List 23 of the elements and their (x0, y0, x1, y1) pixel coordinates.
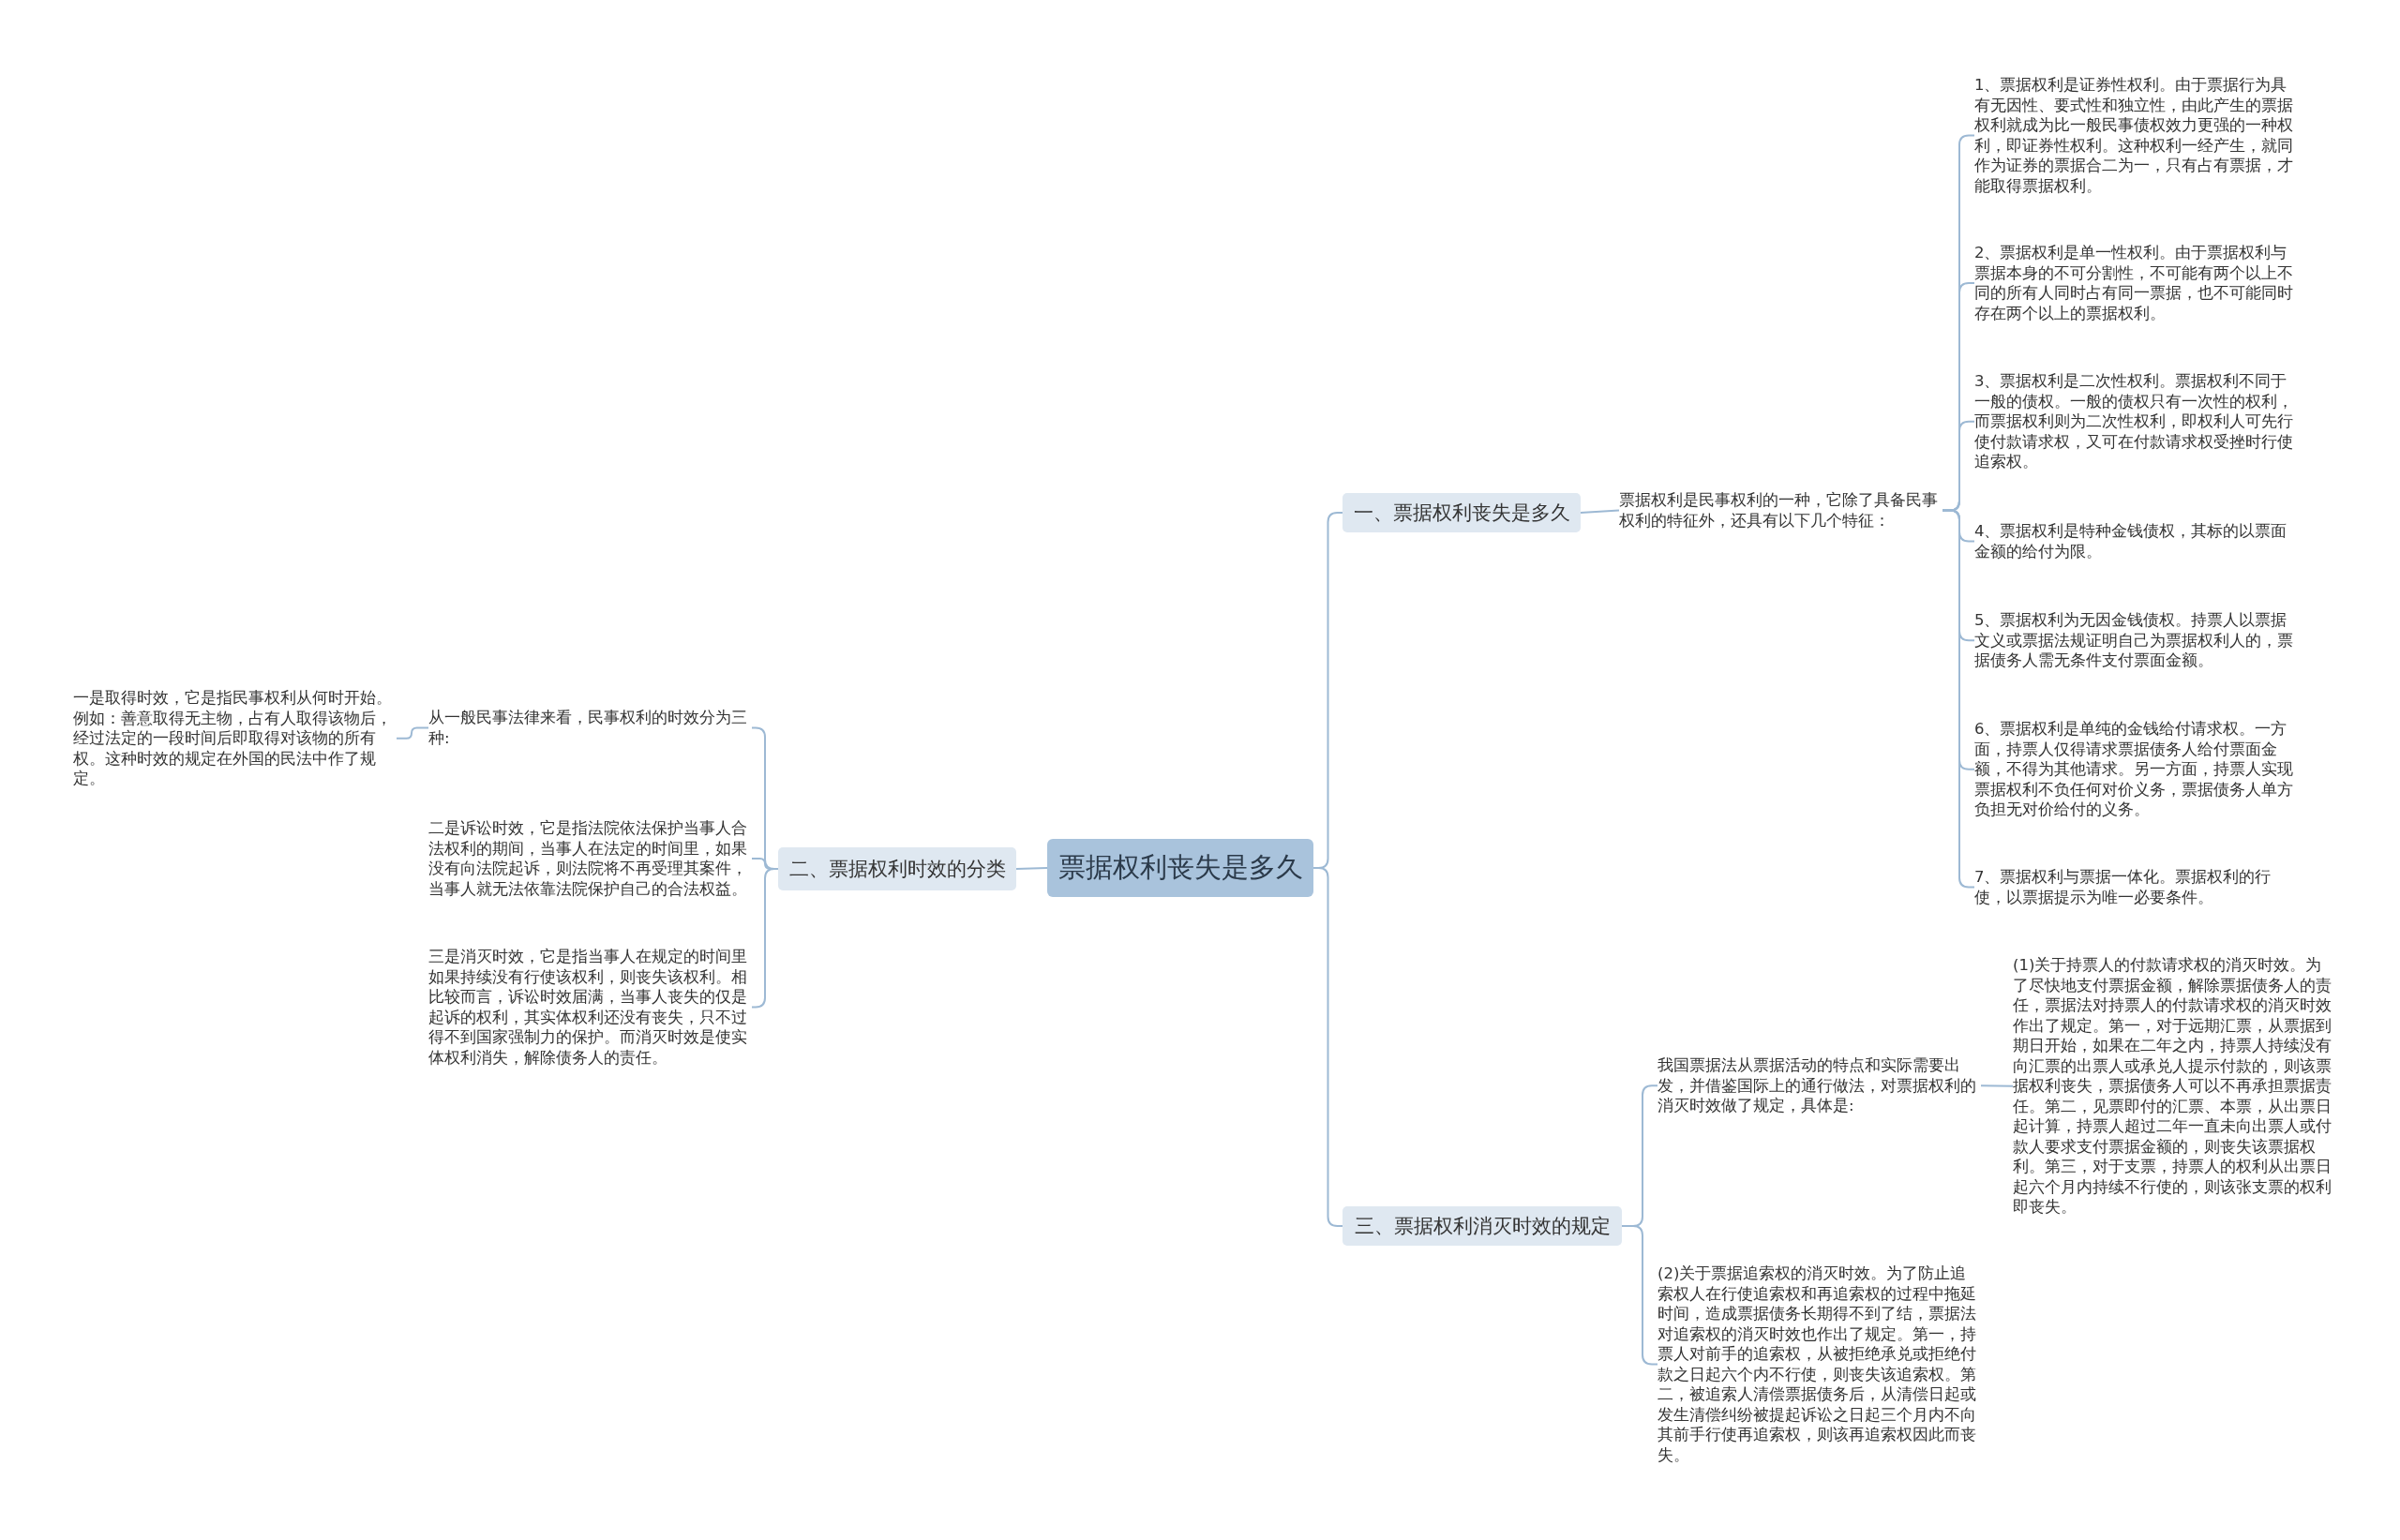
note-text: (2)关于票据追索权的消灭时效。为了防止追索权人在行使追索权和再追索权的过程中拖延时间，造成票据债务长期得不到了结，票据法对追索权的消灭时效也作出了规定。第一，持票人对前手的追索权，从被拒绝承兑或拒绝付款之日起六个内不行使，则丧失该追索权。第二，被追索人清偿票据债务后，从清偿日起或发生清偿纠纷被提起诉讼之日起三个月内不向其前手行使再追索权，则该再追索权因此而丧失。 (1658, 1263, 1981, 1465)
note-text: 7、票据权利与票据一体化。票据权利的行使，以票据提示为唯一必要条件。 (1974, 867, 2298, 907)
note-text: 1、票据权利是证券性权利。由于票据行为具有无因性、要式性和独立性，由此产生的票据权利就成为比一般民事债权效力更强的一种权利，即证券性权利。这种权利一经产生，就同作为证券的票据合二为一，只有占有票据，才能取得票据权利。 (1974, 75, 2298, 196)
note-text: 二是诉讼时效，它是指法院依法保护当事人合法权利的期间，当事人在法定的时间里，如果没有向法院起诉，则法院将不再受理其案件，当事人就无法依靠法院保护自己的合法权益。 (428, 818, 752, 899)
note-text: 5、票据权利为无因金钱债权。持票人以票据文义或票据法规证明自己为票据权利人的，票据债务人需无条件支付票面金额。 (1974, 610, 2298, 671)
note-text: 3、票据权利是二次性权利。票据权利不同于一般的债权。一般的债权只有一次性的权利，而票据权利则为二次性权利，即权利人可先行使付款请求权，又可在付款请求权受挫时行使追索权。 (1974, 371, 2298, 472)
topic-box: 一、票据权利丧失是多久 (1342, 493, 1581, 532)
note-text: 票据权利是民事权利的一种，它除了具备民事权利的特征外，还具有以下几个特征： (1619, 490, 1942, 531)
note-text: 一是取得时效，它是指民事权利从何时开始。例如：善意取得无主物，占有人取得该物后，经过法定的一段时间后即取得对该物的所有权。这种时效的规定在外国的民法中作了规定。 (73, 688, 397, 789)
note-text: 我国票据法从票据活动的特点和实际需要出发，并借鉴国际上的通行做法，对票据权利的消灭时效做了规定，具体是: (1658, 1055, 1981, 1116)
topic-box: 二、票据权利时效的分类 (778, 847, 1016, 890)
connector-line (396, 726, 429, 740)
note-text: 从一般民事法律来看，民事权利的时效分为三种: (428, 708, 752, 748)
note-text: (1)关于持票人的付款请求权的消灭时效。为了尽快地支付票据金额，解除票据债务人的责任，票据法对持票人的付款请求权的消灭时效作出了规定。第一，对于远期汇票，从票据到期日开始，如果在二年之内，持票人持续没有向汇票的出票人或承兑人提示付款的，则该票据权利丧失，票据债务人可以不再承担票据责任。第二，见票即付的汇票、本票，从出票日起计算，持票人超过二年一直未向出票人或付款人要求支付票据金额的，则丧失该票据权利。第三，对于支票，持票人的权利从出票日起六个月内持续不行使的，则该张支票的权利即丧失。 (2013, 955, 2336, 1218)
connector-line (1580, 509, 1620, 514)
note-text: 2、票据权利是单一性权利。由于票据权利与票据本身的不可分割性，不可能有两个以上不同的所有人同时占有同一票据，也不可能同时存在两个以上的票据权利。 (1974, 243, 2298, 323)
note-text: 4、票据权利是特种金钱债权，其标的以票面金额的给付为限。 (1974, 521, 2298, 561)
central-topic-box: 票据权利丧失是多久 (1047, 839, 1313, 897)
note-text: 三是消灭时效，它是指当事人在规定的时间里如果持续没有行使该权利，则丧失该权利。相比较而言，诉讼时效届满，当事人丧失的仅是起诉的权利，其实体权利还没有丧失，只不过得不到国家强制力的保护。而消灭时效是使实体权利消失，解除债务人的责任。 (428, 947, 752, 1068)
note-text: 6、票据权利是单纯的金钱给付请求权。一方面，持票人仅得请求票据债务人给付票面金额，不得为其他请求。另一方面，持票人实现票据权利不负任何对价义务，票据债务人单方负担无对价给付的义务。 (1974, 719, 2298, 820)
connector-line (1980, 1084, 2014, 1087)
topic-box: 三、票据权利消灭时效的规定 (1342, 1206, 1622, 1246)
connector-line (1015, 867, 1048, 870)
